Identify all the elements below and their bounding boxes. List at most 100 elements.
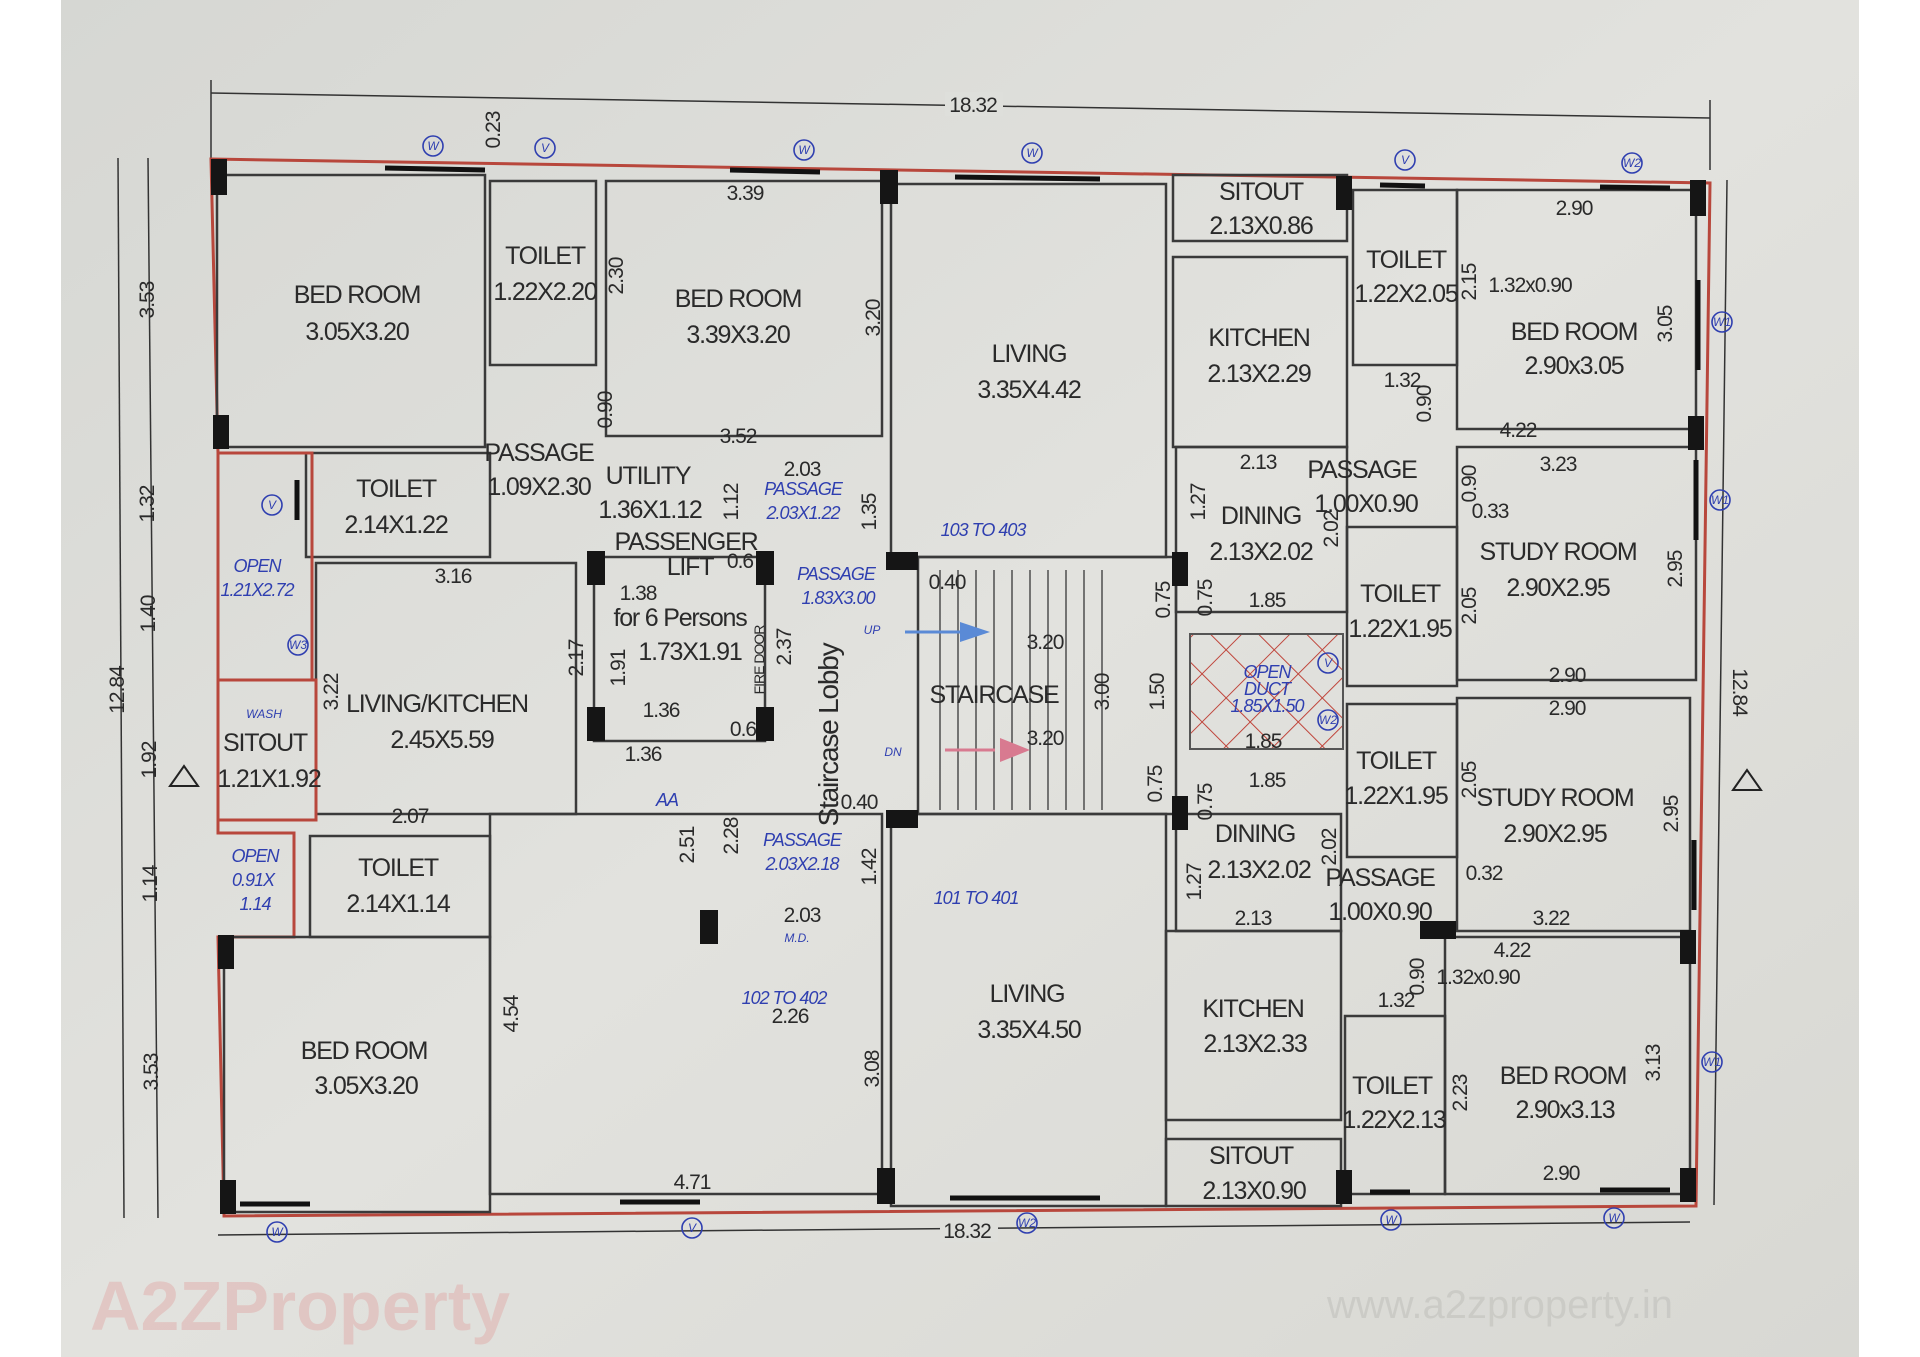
top-width-dim: 18.32 xyxy=(949,94,997,117)
label: 3.39X3.20 xyxy=(686,321,789,349)
label: for 6 Persons xyxy=(613,604,747,632)
dimension-label: 2.95 xyxy=(1664,550,1687,587)
dimension-label: 2.37 xyxy=(773,628,796,665)
section-marker-left-icon xyxy=(168,764,200,787)
marker-icon: W xyxy=(1021,142,1043,164)
staircase-lobby-label: Staircase Lobby xyxy=(813,642,844,826)
marker-label: W xyxy=(427,139,440,153)
stair-down-arrowhead-icon xyxy=(1000,738,1030,762)
label: 2.13X2.33 xyxy=(1203,1030,1306,1058)
label: 1.32 xyxy=(136,485,159,522)
label: 1.14 xyxy=(139,864,162,902)
marker-icon: V xyxy=(534,137,556,159)
dimension-label: 2.07 xyxy=(392,805,429,828)
room-living: LIVING 3.35X4.50 xyxy=(977,980,1082,1044)
marker-icon: W xyxy=(266,1221,288,1243)
dimension-label: 2.05 xyxy=(1458,761,1481,798)
label: BED ROOM xyxy=(301,1037,428,1065)
label: 1.36X1.12 xyxy=(598,496,701,524)
dimension-label: 2.02 xyxy=(1320,510,1343,547)
label: 3.53 xyxy=(140,1053,163,1090)
label: 1.00X0.90 xyxy=(1314,490,1417,518)
dimension-label: 1.12 xyxy=(720,483,743,520)
label: 1.22X2.20 xyxy=(493,278,596,306)
label: 1.22X1.95 xyxy=(1348,615,1451,643)
label: 101 TO 401 xyxy=(934,888,1019,908)
dimension-label: 2.03 xyxy=(784,904,821,927)
dimension-label: 1.27 xyxy=(1187,483,1210,520)
marker-icon: W1 xyxy=(1711,311,1733,333)
dimension-label: 1.32 xyxy=(1384,369,1421,392)
fire-door-label: FIRE DOOR xyxy=(751,625,767,695)
open-duct-hatch xyxy=(1189,633,1344,750)
dimension-label: 4.71 xyxy=(674,1171,711,1194)
top-offset-dim: 0.23 xyxy=(482,111,505,148)
label: TOILET xyxy=(1366,246,1447,274)
room-kitchen: KITCHEN 2.13X2.33 xyxy=(1202,995,1308,1058)
label: 1.21X1.92 xyxy=(217,765,320,793)
dimension-label: 2.02 xyxy=(1318,828,1341,865)
label: STAIRCASE xyxy=(929,681,1059,709)
dn-label: DN xyxy=(884,745,902,759)
dimension-label: 2.28 xyxy=(720,817,743,854)
label: 2.03X1.22 xyxy=(765,503,840,523)
label: 2.14X1.14 xyxy=(346,890,450,918)
marker-label: W2 xyxy=(1623,156,1641,170)
dimension-label: 2.13 xyxy=(1235,907,1272,930)
label: KITCHEN xyxy=(1208,324,1309,352)
marker-icon: V xyxy=(681,1217,703,1239)
marker-icon: W2 xyxy=(1317,709,1339,731)
label: 102 TO 402 xyxy=(742,988,828,1008)
dimension-label: 1.91 xyxy=(607,649,630,686)
dimension-label: 1.85 xyxy=(1249,769,1286,792)
window-markers: W V W W V W2 V W3 W V W2 W W V W2 W1 W1 … xyxy=(261,135,1733,1243)
label: LIVING xyxy=(990,980,1065,1008)
label: 2.13X2.02 xyxy=(1209,538,1312,566)
dimension-label: 3.08 xyxy=(861,1050,884,1087)
dimension-label: 1.38 xyxy=(620,582,657,605)
dimension-label: 0.75 xyxy=(1194,579,1217,616)
dimension-label: 0.6 xyxy=(727,550,754,573)
label: 2.13X0.90 xyxy=(1202,1177,1305,1205)
label: BED ROOM xyxy=(675,285,802,313)
label: KITCHEN xyxy=(1202,995,1303,1023)
label: 1.85X1.50 xyxy=(1230,696,1304,716)
marker-icon: W1 xyxy=(1701,1051,1723,1073)
label: 2.90X2.95 xyxy=(1506,574,1609,602)
label: 1.09X2.30 xyxy=(487,473,590,501)
label: 2.45X5.59 xyxy=(390,726,493,754)
dimension-label: 0.75 xyxy=(1144,765,1167,802)
dimension-label: 1.85 xyxy=(1249,589,1286,612)
dimension-label: 4.22 xyxy=(1494,939,1531,962)
dimension-label: 0.90 xyxy=(1413,385,1436,422)
dimension-label: 3.39 xyxy=(727,182,764,205)
right-height-dim: 12.84 xyxy=(1728,668,1751,717)
dimension-label: 1.36 xyxy=(643,699,680,722)
dimension-label: 1.35 xyxy=(858,493,881,530)
marker-label: W1 xyxy=(1711,493,1729,507)
label: 3.35X4.50 xyxy=(977,1016,1080,1044)
monitor-screen xyxy=(61,0,1859,1357)
dimension-label: 2.51 xyxy=(676,826,699,863)
label: 1.22X2.13 xyxy=(1342,1106,1445,1134)
stair-up-arrowhead-icon xyxy=(960,622,990,642)
dimension-label: 3.05 xyxy=(1654,305,1677,342)
label: 1.21X2.72 xyxy=(220,580,294,600)
walls xyxy=(215,173,1698,1214)
left-height-dim: 12.84 xyxy=(106,665,129,714)
left-dimension-chain: 3.53 1.32 1.40 1.92 1.14 3.53 xyxy=(136,281,163,1090)
dimension-label: 3.20 xyxy=(862,299,885,336)
label: 2.90x3.05 xyxy=(1524,352,1623,380)
label: PASSAGE xyxy=(797,564,877,584)
